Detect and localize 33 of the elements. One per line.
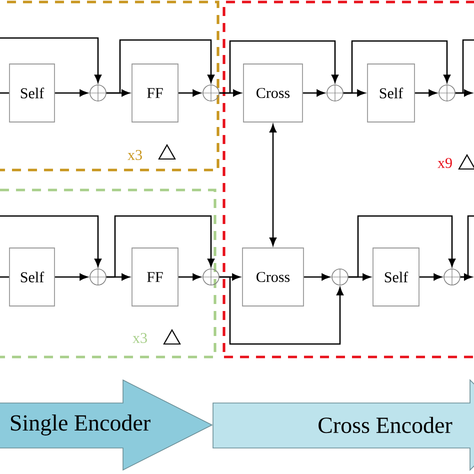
adder-circle [89, 84, 107, 102]
adder-circle [331, 268, 349, 286]
arrow [419, 274, 442, 280]
layer-box: Self [372, 248, 420, 306]
adder-circle [89, 268, 107, 286]
arrow [178, 274, 201, 280]
layer-box: Self [9, 64, 55, 122]
arrow [304, 274, 330, 280]
arrow [219, 40, 338, 94]
arrow [0, 37, 102, 83]
layer-box: Self [9, 248, 55, 306]
arrow [302, 90, 325, 96]
arrow [54, 90, 88, 96]
layer-box: Cross [243, 64, 303, 122]
layer-box: FF [132, 64, 178, 122]
arrow [178, 90, 201, 96]
adder-circle [326, 84, 344, 102]
adder-circle [443, 268, 461, 286]
arrow [348, 215, 456, 278]
adder-circle [438, 84, 456, 102]
arrow [0, 215, 102, 267]
arrow [414, 90, 437, 96]
arrow [106, 39, 214, 94]
layer-box: Self [367, 64, 415, 122]
layer-box: Cross [242, 248, 304, 306]
arrow [219, 276, 344, 345]
arrow [54, 274, 88, 280]
arrow [343, 40, 450, 94]
adder-circle [202, 84, 220, 102]
arrow [270, 124, 276, 246]
layer-box: FF [132, 248, 178, 306]
adder-circle [202, 268, 220, 286]
arrow [106, 215, 214, 278]
